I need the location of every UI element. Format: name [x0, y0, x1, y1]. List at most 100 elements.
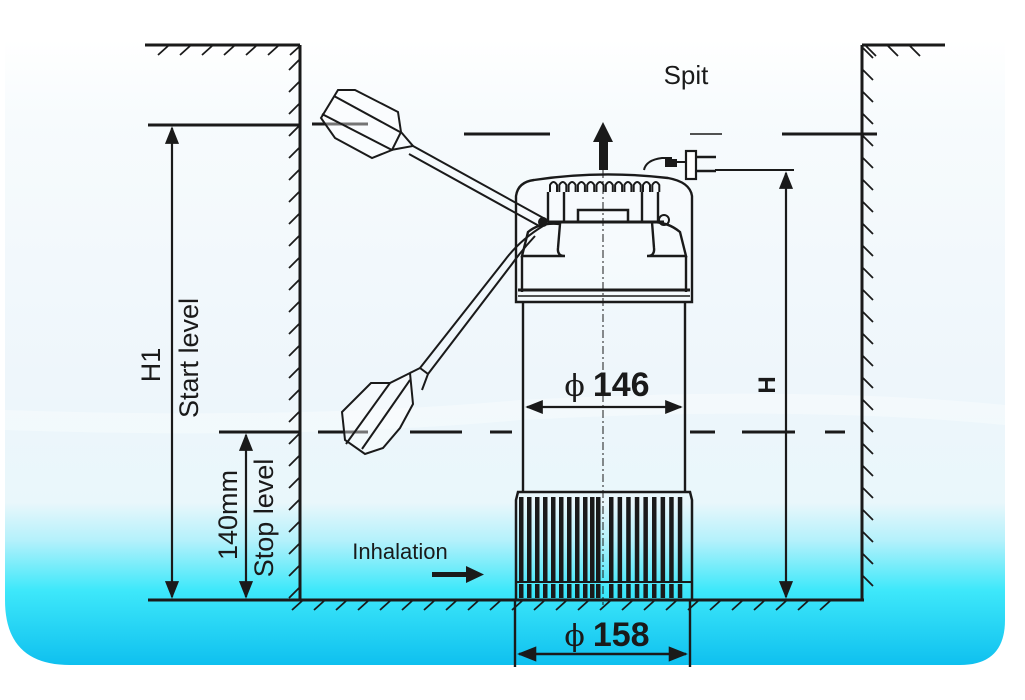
- hatch-mark: [862, 333, 874, 345]
- hatch-mark: [862, 399, 874, 411]
- hatch-mark: [862, 113, 874, 125]
- hatch-mark: [288, 587, 300, 599]
- hatch-mark: [862, 355, 874, 367]
- hatch-mark: [288, 455, 300, 467]
- hatch-mark: [862, 575, 874, 587]
- hatch-mark: [621, 600, 633, 611]
- hatch-mark: [288, 235, 300, 247]
- hatch-mark: [862, 311, 874, 323]
- strainer-bar: [652, 497, 657, 581]
- hatch-mark: [862, 377, 874, 389]
- hatch-mark: [245, 45, 257, 56]
- hatch-mark: [288, 367, 300, 379]
- strainer-bar: [559, 497, 564, 581]
- pit-hatching: [157, 45, 921, 611]
- hatch-mark: [555, 600, 567, 611]
- h-dimension: [715, 169, 794, 599]
- strainer-bar: [609, 497, 614, 581]
- strainer-bar: [567, 497, 572, 581]
- hatch-mark: [291, 600, 303, 611]
- strainer-bar-lower: [527, 584, 532, 598]
- hatch-mark: [862, 179, 874, 191]
- hatch-mark: [288, 499, 300, 511]
- hatch-mark: [288, 543, 300, 555]
- strainer-bar-lower: [590, 584, 595, 598]
- hatch-mark: [288, 257, 300, 269]
- strainer-bar: [527, 497, 532, 581]
- strainer-bar: [643, 497, 648, 581]
- strainer-bar: [660, 497, 666, 581]
- stop-level-label: Stop level: [249, 459, 279, 578]
- strainer-bar-lower: [551, 584, 556, 598]
- cooling-fin: [632, 181, 642, 192]
- hatch-mark: [379, 600, 391, 611]
- hatch-mark: [288, 125, 300, 137]
- hatch-mark: [643, 600, 655, 611]
- hatch-mark: [313, 600, 325, 611]
- strainer-bar: [519, 497, 524, 581]
- cooling-fin: [651, 181, 661, 192]
- hatch-mark: [288, 169, 300, 181]
- hatch-mark: [599, 600, 611, 611]
- strainer-bar: [535, 497, 540, 581]
- hatch-mark: [665, 600, 677, 611]
- start-level-line: [148, 122, 877, 136]
- cooling-fin: [595, 181, 605, 192]
- hatch-mark: [288, 323, 300, 335]
- hatch-mark: [862, 531, 874, 543]
- hatch-mark: [489, 600, 501, 611]
- hatch-mark: [862, 267, 874, 279]
- strainer-bar: [617, 497, 623, 581]
- hatch-mark: [223, 45, 235, 56]
- strainer-band: [516, 581, 692, 583]
- hatch-mark: [401, 600, 413, 611]
- hatch-mark: [862, 509, 874, 521]
- strainer-bar-lower: [596, 584, 601, 598]
- hatch-mark: [445, 600, 457, 611]
- strainer-bar-lower: [559, 584, 564, 598]
- hatch-mark: [577, 600, 589, 611]
- strainer-bar-lower: [535, 584, 540, 598]
- cooling-fin: [567, 181, 577, 192]
- water-surface-sheen: [5, 393, 1005, 434]
- cooling-fin: [549, 181, 558, 192]
- cooling-fin: [623, 181, 633, 192]
- hatch-mark: [862, 443, 874, 455]
- hatch-mark: [862, 135, 874, 147]
- hatch-mark: [731, 600, 743, 611]
- strainer-bar-lower: [575, 584, 580, 598]
- hatch-mark: [288, 301, 300, 313]
- hatch-mark: [157, 45, 169, 56]
- strainer-bar-lower: [617, 584, 623, 598]
- hatch-mark: [288, 521, 300, 533]
- pump: [514, 173, 694, 492]
- strainer-bar-lower: [652, 584, 657, 598]
- strainer-bar: [677, 497, 683, 581]
- hatch-mark: [862, 487, 874, 499]
- h1-dimension: [148, 126, 300, 602]
- hatch-mark: [862, 465, 874, 477]
- hatch-mark: [865, 45, 877, 57]
- strainer-bar: [634, 497, 640, 581]
- hatch-mark: [288, 477, 300, 489]
- h1-label: H1: [136, 348, 166, 383]
- hatch-mark: [862, 47, 874, 59]
- hatch-mark: [862, 421, 874, 433]
- hatch-mark: [288, 81, 300, 93]
- hatch-mark: [288, 213, 300, 225]
- strainer-bar-lower: [519, 584, 524, 598]
- strainer-bar: [626, 497, 631, 581]
- hatch-mark: [201, 45, 213, 56]
- strainer-bar-lower: [643, 584, 648, 598]
- float-switch-lower: [340, 225, 544, 456]
- base-diameter-dimension: [513, 600, 692, 667]
- strainer-bar: [596, 497, 601, 581]
- strainer-bar-lower: [583, 584, 588, 598]
- hatch-mark: [423, 600, 435, 611]
- cooling-fin: [614, 181, 624, 192]
- pump-top-cap: [514, 173, 694, 304]
- hatch-mark: [288, 279, 300, 291]
- hatch-mark: [862, 553, 874, 565]
